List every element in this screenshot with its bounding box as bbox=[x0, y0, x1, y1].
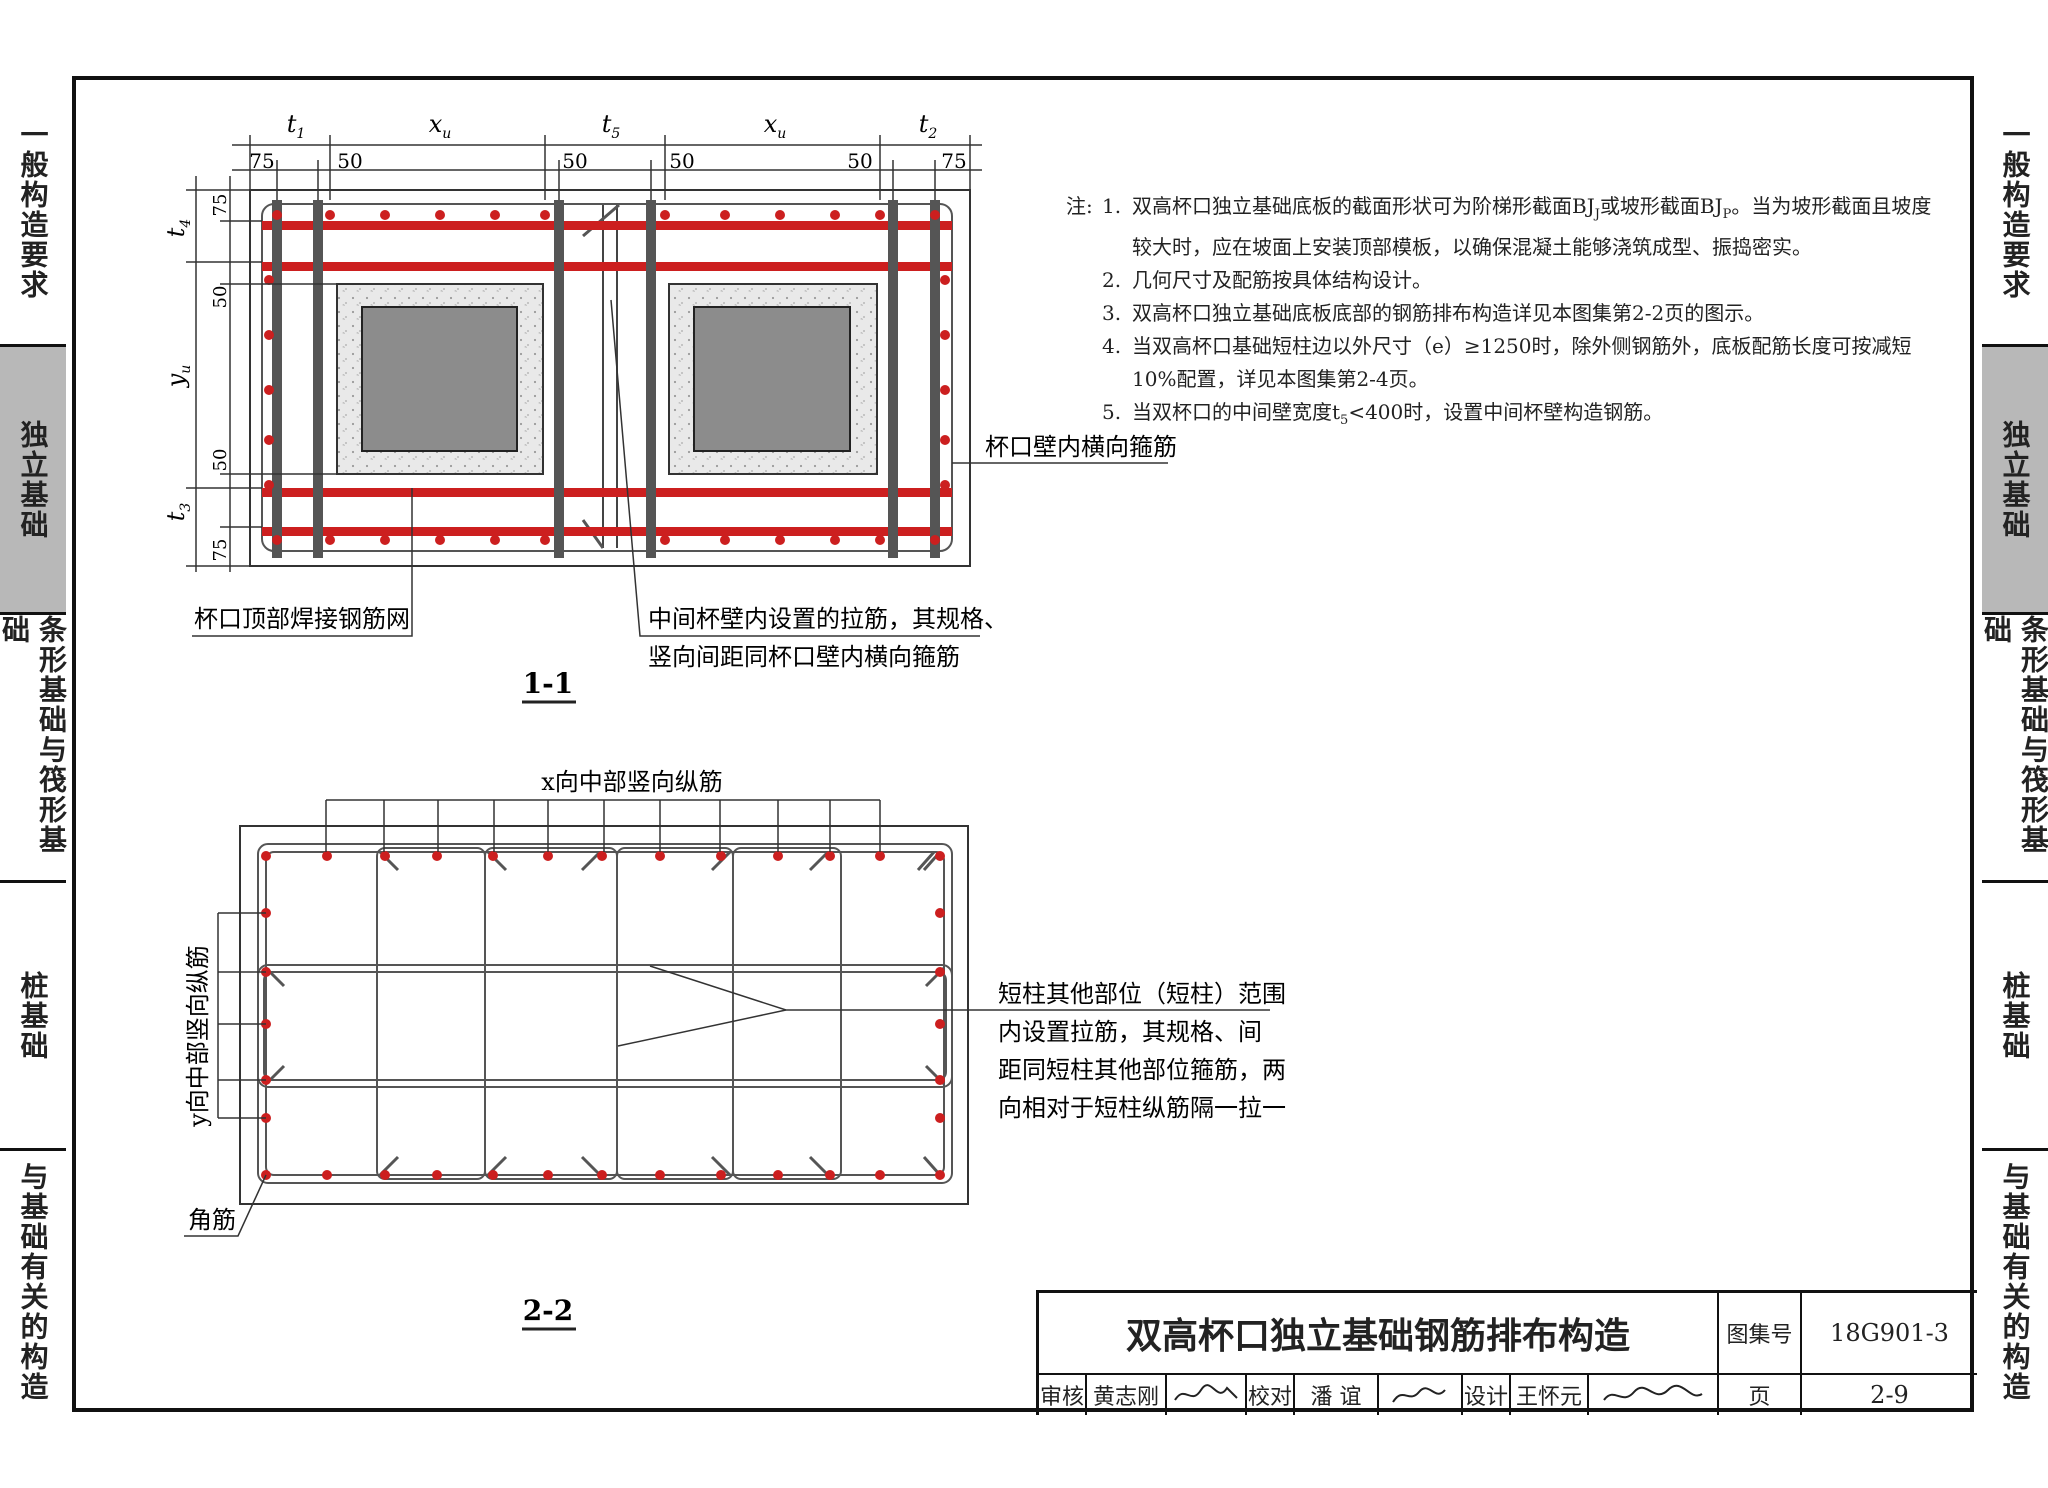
reviewer-name: 黄志刚 bbox=[1087, 1375, 1167, 1415]
left-column bbox=[361, 306, 518, 452]
designer-signature bbox=[1589, 1375, 1719, 1415]
drawing-title: 双高杯口独立基础钢筋排布构造 bbox=[1039, 1293, 1719, 1375]
tab-general-requirements[interactable]: 一般构造要求 bbox=[1998, 120, 2032, 300]
dim-50: 50 bbox=[669, 149, 694, 173]
short-column-outline bbox=[239, 825, 969, 1205]
svg-text:t3: t3 bbox=[162, 503, 194, 522]
svg-text:xu: xu bbox=[429, 110, 452, 142]
page-number: 2-9 bbox=[1870, 1381, 1909, 1409]
checker-signature bbox=[1379, 1375, 1463, 1415]
note-item: 2.几何尺寸及配筋按具体结构设计。 bbox=[1102, 268, 1432, 292]
rebar-dots-section-2 bbox=[261, 851, 945, 1180]
tab-related-construction[interactable]: 与基础有关的构造 bbox=[1982, 1148, 2048, 1412]
rebar-dark-v3 bbox=[554, 200, 564, 558]
rebar-dots-section-1 bbox=[264, 210, 950, 545]
svg-text:75: 75 bbox=[210, 539, 231, 562]
rebar-dark-v6 bbox=[930, 200, 940, 558]
tab-pile-foundation[interactable]: 桩基础 bbox=[0, 880, 66, 1148]
rebar-red-bottom-1 bbox=[262, 488, 952, 497]
section-1-1: t1 xu t5 xu t2 75 50 50 50 50 75 t4 yu t… bbox=[162, 110, 1177, 704]
rebar-dark-v1 bbox=[272, 200, 282, 558]
svg-text:t2: t2 bbox=[919, 110, 938, 142]
reviewer-signature bbox=[1167, 1375, 1247, 1415]
rebar-dark-v4 bbox=[646, 200, 656, 558]
callout-weld-mesh: 杯口顶部焊接钢筋网 bbox=[194, 605, 410, 633]
callout-short-col-ties-1: 短柱其他部位（短柱）范围 bbox=[998, 980, 1286, 1008]
callout-cup-wall-stirrup: 杯口壁内横向箍筋 bbox=[985, 433, 1177, 461]
tab-strip-raft-foundation[interactable]: 条形基础与筏形基础 bbox=[0, 612, 68, 880]
rebar-red-top-1 bbox=[262, 221, 952, 230]
svg-text:t1: t1 bbox=[287, 110, 306, 142]
note-item: 注:1. 双高杯口独立基础底板的截面形状可为阶梯形截面BJJ或坡形截面BJP。当… bbox=[1066, 194, 1932, 259]
tab-general-requirements[interactable]: 一般构造要求 bbox=[16, 120, 50, 300]
designer-name: 王怀元 bbox=[1511, 1375, 1589, 1415]
svg-text:t4: t4 bbox=[162, 219, 194, 238]
callout-x-mid-bars: x向中部竖向纵筋 bbox=[541, 768, 723, 796]
section-label-1-1: 1-1 bbox=[523, 667, 574, 700]
svg-text:yu: yu bbox=[162, 365, 194, 389]
dim-50: 50 bbox=[562, 149, 587, 173]
side-tabs-right: 一般构造要求 独立基础 条形基础与筏形基础 桩基础 与基础有关的构造 bbox=[1980, 76, 2048, 1412]
right-column bbox=[693, 306, 851, 452]
cup-stirrup-outline bbox=[261, 203, 953, 552]
rebar-dark-v5 bbox=[888, 200, 898, 558]
page-label: 页 bbox=[1719, 1375, 1802, 1415]
callout-tie-bar-1: 中间杯壁内设置的拉筋，其规格、 bbox=[648, 605, 1008, 633]
review-label: 审核 bbox=[1039, 1375, 1087, 1415]
callout-short-col-ties-4: 向相对于短柱纵筋隔一拉一 bbox=[998, 1094, 1286, 1122]
notes: 注:1. 双高杯口独立基础底板的截面形状可为阶梯形截面BJJ或坡形截面BJP。当… bbox=[1066, 190, 1936, 437]
note-item: 4.当双高杯口基础短柱边以外尺寸（e）≥1250时，除外侧钢筋外，底板配筋长度可… bbox=[1102, 334, 1912, 391]
svg-text:50: 50 bbox=[210, 286, 231, 309]
checker-name: 潘 谊 bbox=[1295, 1375, 1379, 1415]
rebar-red-top-2 bbox=[262, 262, 952, 271]
callout-short-col-ties-2: 内设置拉筋，其规格、间 bbox=[998, 1018, 1262, 1046]
callout-y-mid-bars: y向中部竖向纵筋 bbox=[184, 945, 212, 1128]
dim-50: 50 bbox=[337, 149, 362, 173]
tab-related-construction[interactable]: 与基础有关的构造 bbox=[0, 1148, 66, 1412]
dim-75-right: 75 bbox=[941, 149, 966, 173]
svg-text:xu: xu bbox=[764, 110, 787, 142]
dim-75-left: 75 bbox=[249, 149, 274, 173]
callout-short-col-ties-3: 距同短柱其他部位箍筋，两 bbox=[998, 1056, 1286, 1084]
svg-text:t5: t5 bbox=[602, 110, 621, 142]
note-item: 3.双高杯口独立基础底板底部的钢筋排布构造详见本图集第2-2页的图示。 bbox=[1102, 301, 1765, 325]
note-item: 5. 当双杯口的中间壁宽度t5<400时，设置中间杯壁构造钢筋。 bbox=[1102, 400, 1664, 428]
tab-pile-foundation[interactable]: 桩基础 bbox=[1982, 880, 2048, 1148]
section-2-2: x向中部竖向纵筋 y向中部竖向纵筋 角筋 短柱其他部位（短柱）范围 内设置拉筋，… bbox=[184, 768, 1286, 1331]
tab-isolated-foundation[interactable]: 独立基础 bbox=[1982, 344, 2048, 612]
section-label-2-2: 2-2 bbox=[523, 1294, 574, 1327]
drawing-frame bbox=[72, 76, 1974, 1412]
svg-text:50: 50 bbox=[210, 449, 231, 472]
dim-50: 50 bbox=[847, 149, 872, 173]
side-tabs-left: 一般构造要求 独立基础 条形基础与筏形基础 桩基础 与基础有关的构造 bbox=[0, 76, 68, 1412]
check-label: 校对 bbox=[1247, 1375, 1295, 1415]
atlas-label: 图集号 bbox=[1719, 1293, 1802, 1375]
design-label: 设计 bbox=[1463, 1375, 1511, 1415]
rebar-red-bottom-2 bbox=[262, 527, 952, 536]
tab-isolated-foundation[interactable]: 独立基础 bbox=[0, 344, 66, 612]
tab-strip-raft-foundation[interactable]: 条形基础与筏形基础 bbox=[1980, 612, 2048, 880]
callout-corner-bar: 角筋 bbox=[188, 1206, 236, 1234]
rebar-dark-v2 bbox=[313, 200, 323, 558]
callout-tie-bar-2: 竖向间距同杯口壁内横向箍筋 bbox=[648, 643, 960, 671]
title-block: 双高杯口独立基础钢筋排布构造 图集号 18G901-3 审核 黄志刚 校对 潘 … bbox=[1036, 1290, 1977, 1415]
svg-text:75: 75 bbox=[210, 194, 231, 217]
atlas-number: 18G901-3 bbox=[1802, 1293, 1977, 1375]
